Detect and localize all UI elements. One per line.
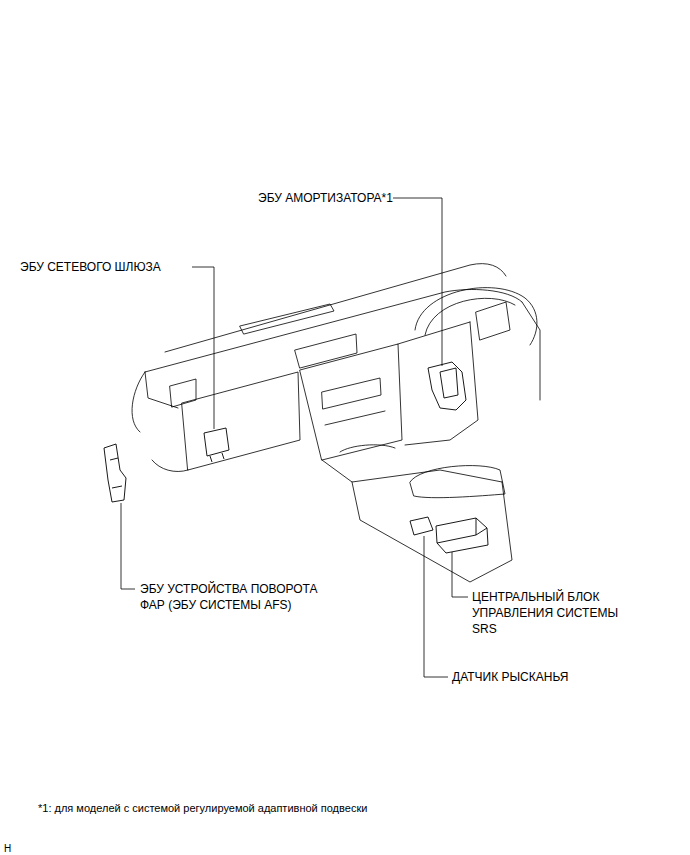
part-label: ДАТЧИК РЫСКАНЬЯ [452, 669, 568, 685]
part-label: ЭБУ АМОРТИЗАТОРА*1 [258, 190, 393, 206]
part-label: ЦЕНТРАЛЬНЫЙ БЛОК УПРАВЛЕНИЯ СИСТЕМЫ SRS [472, 589, 640, 637]
part-label: ЭБУ УСТРОЙСТВА ПОВОРОТА ФАР (ЭБУ СИСТЕМЫ… [140, 581, 335, 613]
car-interior [132, 264, 540, 582]
leader-lines [121, 198, 468, 677]
footnote: *1: для моделей с системой регулируемой … [38, 800, 367, 816]
component-parts [104, 362, 488, 553]
page-marker: H [4, 841, 11, 855]
part-label: ЭБУ СЕТЕВОГО ШЛЮЗА [20, 259, 161, 275]
